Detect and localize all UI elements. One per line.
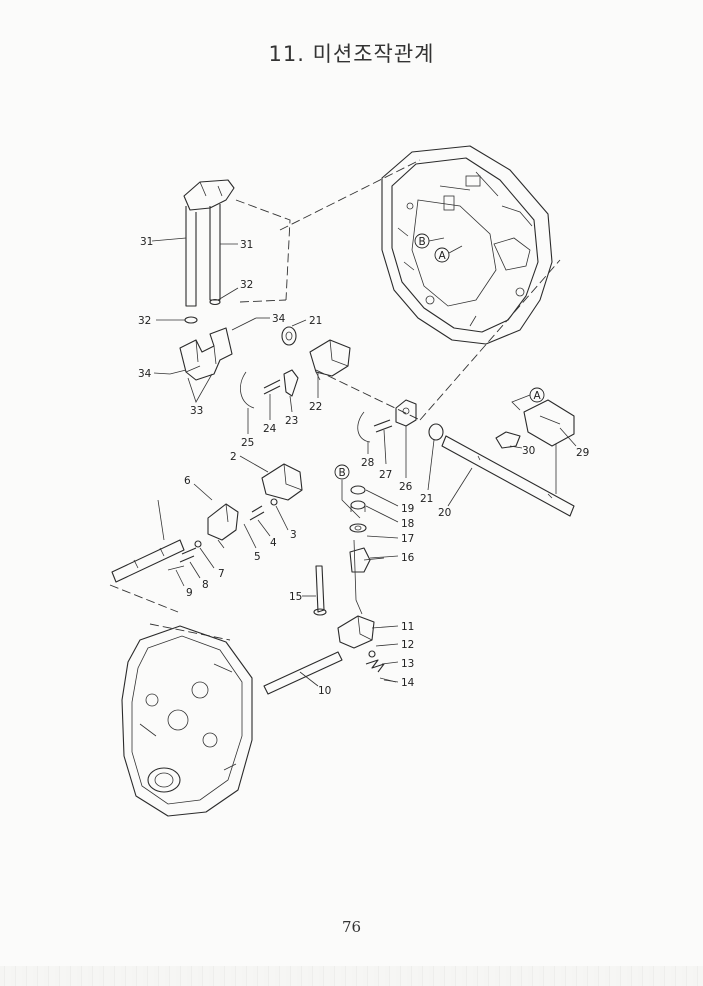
svg-text:12: 12 bbox=[401, 639, 414, 651]
scan-artifact-strip bbox=[0, 966, 703, 986]
reference-marker-a-upper: A bbox=[434, 245, 463, 263]
shift-lever-assembly bbox=[240, 326, 351, 409]
svg-text:19: 19 bbox=[401, 503, 414, 515]
svg-text:34: 34 bbox=[138, 368, 152, 380]
svg-text:11: 11 bbox=[401, 621, 414, 633]
svg-text:14: 14 bbox=[401, 677, 415, 689]
svg-text:31: 31 bbox=[240, 239, 253, 251]
svg-text:6: 6 bbox=[184, 475, 191, 487]
svg-text:17: 17 bbox=[401, 533, 414, 545]
shift-arm-assembly bbox=[111, 463, 303, 583]
svg-text:29: 29 bbox=[576, 447, 589, 459]
shift-rod-assembly bbox=[357, 399, 575, 517]
svg-text:10: 10 bbox=[318, 685, 331, 697]
page-title: 11. 미션조작관계 bbox=[268, 42, 435, 66]
svg-text:B: B bbox=[339, 467, 346, 479]
svg-text:34: 34 bbox=[272, 313, 286, 325]
svg-text:30: 30 bbox=[522, 445, 535, 457]
svg-text:31: 31 bbox=[140, 236, 153, 248]
svg-text:23: 23 bbox=[285, 415, 298, 427]
svg-text:A: A bbox=[439, 250, 447, 262]
shift-fork-assembly bbox=[169, 179, 257, 381]
svg-text:28: 28 bbox=[361, 457, 374, 469]
transmission-case-lower bbox=[121, 625, 253, 817]
reference-marker-b-upper: B bbox=[414, 233, 445, 249]
svg-text:27: 27 bbox=[379, 469, 392, 481]
svg-text:B: B bbox=[419, 236, 426, 248]
svg-text:9: 9 bbox=[186, 587, 193, 599]
svg-text:32: 32 bbox=[138, 315, 151, 327]
svg-text:4: 4 bbox=[270, 537, 277, 549]
svg-text:15: 15 bbox=[289, 591, 302, 603]
svg-text:8: 8 bbox=[202, 579, 209, 591]
svg-text:20: 20 bbox=[438, 507, 451, 519]
svg-text:5: 5 bbox=[254, 551, 261, 563]
svg-text:3: 3 bbox=[290, 529, 297, 541]
reference-marker-a-lower: A bbox=[511, 387, 545, 411]
svg-text:18: 18 bbox=[401, 518, 414, 530]
svg-text:13: 13 bbox=[401, 658, 414, 670]
svg-text:A: A bbox=[534, 390, 542, 402]
svg-text:33: 33 bbox=[190, 405, 203, 417]
svg-text:22: 22 bbox=[309, 401, 322, 413]
svg-text:26: 26 bbox=[399, 481, 413, 493]
svg-text:21: 21 bbox=[420, 493, 433, 505]
svg-text:24: 24 bbox=[263, 423, 277, 435]
svg-text:2: 2 bbox=[230, 451, 237, 463]
page-number: 76 bbox=[341, 918, 362, 936]
transmission-case-upper bbox=[381, 145, 553, 345]
reference-marker-b-lower: B bbox=[334, 464, 361, 519]
svg-text:7: 7 bbox=[218, 568, 225, 580]
select-lever-assembly bbox=[263, 485, 397, 695]
svg-text:25: 25 bbox=[241, 437, 254, 449]
svg-text:16: 16 bbox=[401, 552, 415, 564]
svg-text:21: 21 bbox=[309, 315, 322, 327]
svg-text:32: 32 bbox=[240, 279, 253, 291]
part-callouts: 31 31 32 32 34 34 33 21 22 23 24 25 bbox=[138, 236, 589, 697]
